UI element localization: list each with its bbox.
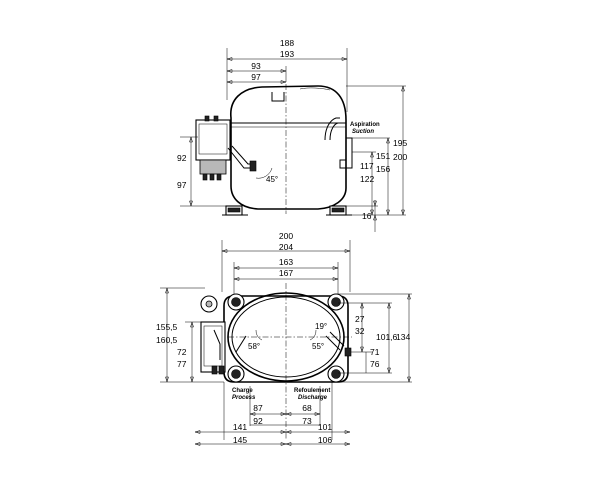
discharge-label: Discharge [298, 395, 328, 401]
discharge-label-fr: Refoulement [294, 388, 330, 394]
electrical-box-top [200, 295, 226, 375]
dim-92: 92 [177, 153, 187, 163]
top-view: 200 204 163 167 [156, 231, 412, 446]
dim-depth-left: 155,5 160,5 72 77 [156, 287, 224, 383]
dim-overall-width: 188 193 [226, 38, 348, 112]
process-label: Process [232, 395, 256, 401]
dim-151: 151 [376, 151, 390, 161]
dim-141: 141 [233, 422, 247, 432]
dim-106: 106 [318, 435, 332, 445]
dim-145: 145 [233, 435, 247, 445]
dim-134: 134 [396, 332, 410, 342]
dim-71: 71 [370, 347, 380, 357]
angle-19: 19° [315, 322, 327, 331]
suction-label-en: Suction [352, 129, 374, 135]
dim-195: 195 [393, 138, 407, 148]
angle-45: 45° [266, 175, 278, 184]
dim-167: 167 [279, 268, 293, 278]
dim-27: 27 [355, 314, 365, 324]
dim-mount-spacing: 163 167 [233, 257, 339, 296]
side-view: 188 193 93 97 Asp [177, 38, 407, 232]
dim-101-6: 101,6 [376, 332, 398, 342]
dim-92-bottom: 92 [253, 416, 263, 426]
dim-bottom: 87 92 68 73 141 145 101 106 [194, 382, 351, 446]
electrical-box-side [195, 115, 257, 181]
dim-heights-right: 195 200 151 156 117 122 16 [346, 85, 407, 232]
dim-188: 188 [280, 38, 294, 48]
dim-top-width: 200 204 [221, 231, 351, 292]
dim-156: 156 [376, 164, 390, 174]
dim-122: 122 [360, 174, 374, 184]
dim-200: 200 [393, 152, 407, 162]
dim-68: 68 [302, 403, 312, 413]
dim-73: 73 [302, 416, 312, 426]
feet-side [222, 205, 352, 216]
dim-155-5: 155,5 [156, 322, 178, 332]
dim-87: 87 [253, 403, 263, 413]
angle-58: 58° [248, 342, 260, 351]
dim-depth-right: 134 101,6 27 32 71 76 [338, 293, 412, 383]
dim-97-left: 97 [177, 180, 187, 190]
dim-117: 117 [360, 161, 374, 171]
stubs-top [235, 331, 352, 357]
compressor-shell-side [230, 85, 347, 210]
dim-77: 77 [177, 359, 187, 369]
dim-93: 93 [251, 61, 261, 71]
dim-200-top: 200 [279, 231, 293, 241]
angle-55: 55° [312, 342, 324, 351]
dim-160-5: 160,5 [156, 335, 178, 345]
dim-76: 76 [370, 359, 380, 369]
dim-163: 163 [279, 257, 293, 267]
dim-193: 193 [280, 49, 294, 59]
dim-box-height: 92 97 [177, 136, 228, 207]
dim-half-width: 93 97 [226, 61, 287, 84]
dim-204: 204 [279, 242, 293, 252]
suction-tube [324, 117, 353, 169]
dim-72: 72 [177, 347, 187, 357]
dim-16: 16 [362, 211, 372, 221]
dim-32: 32 [355, 326, 365, 336]
dim-101: 101 [318, 422, 332, 432]
charge-label: Charge [232, 388, 253, 394]
dim-97: 97 [251, 72, 261, 82]
suction-label: Aspiration [350, 122, 380, 128]
